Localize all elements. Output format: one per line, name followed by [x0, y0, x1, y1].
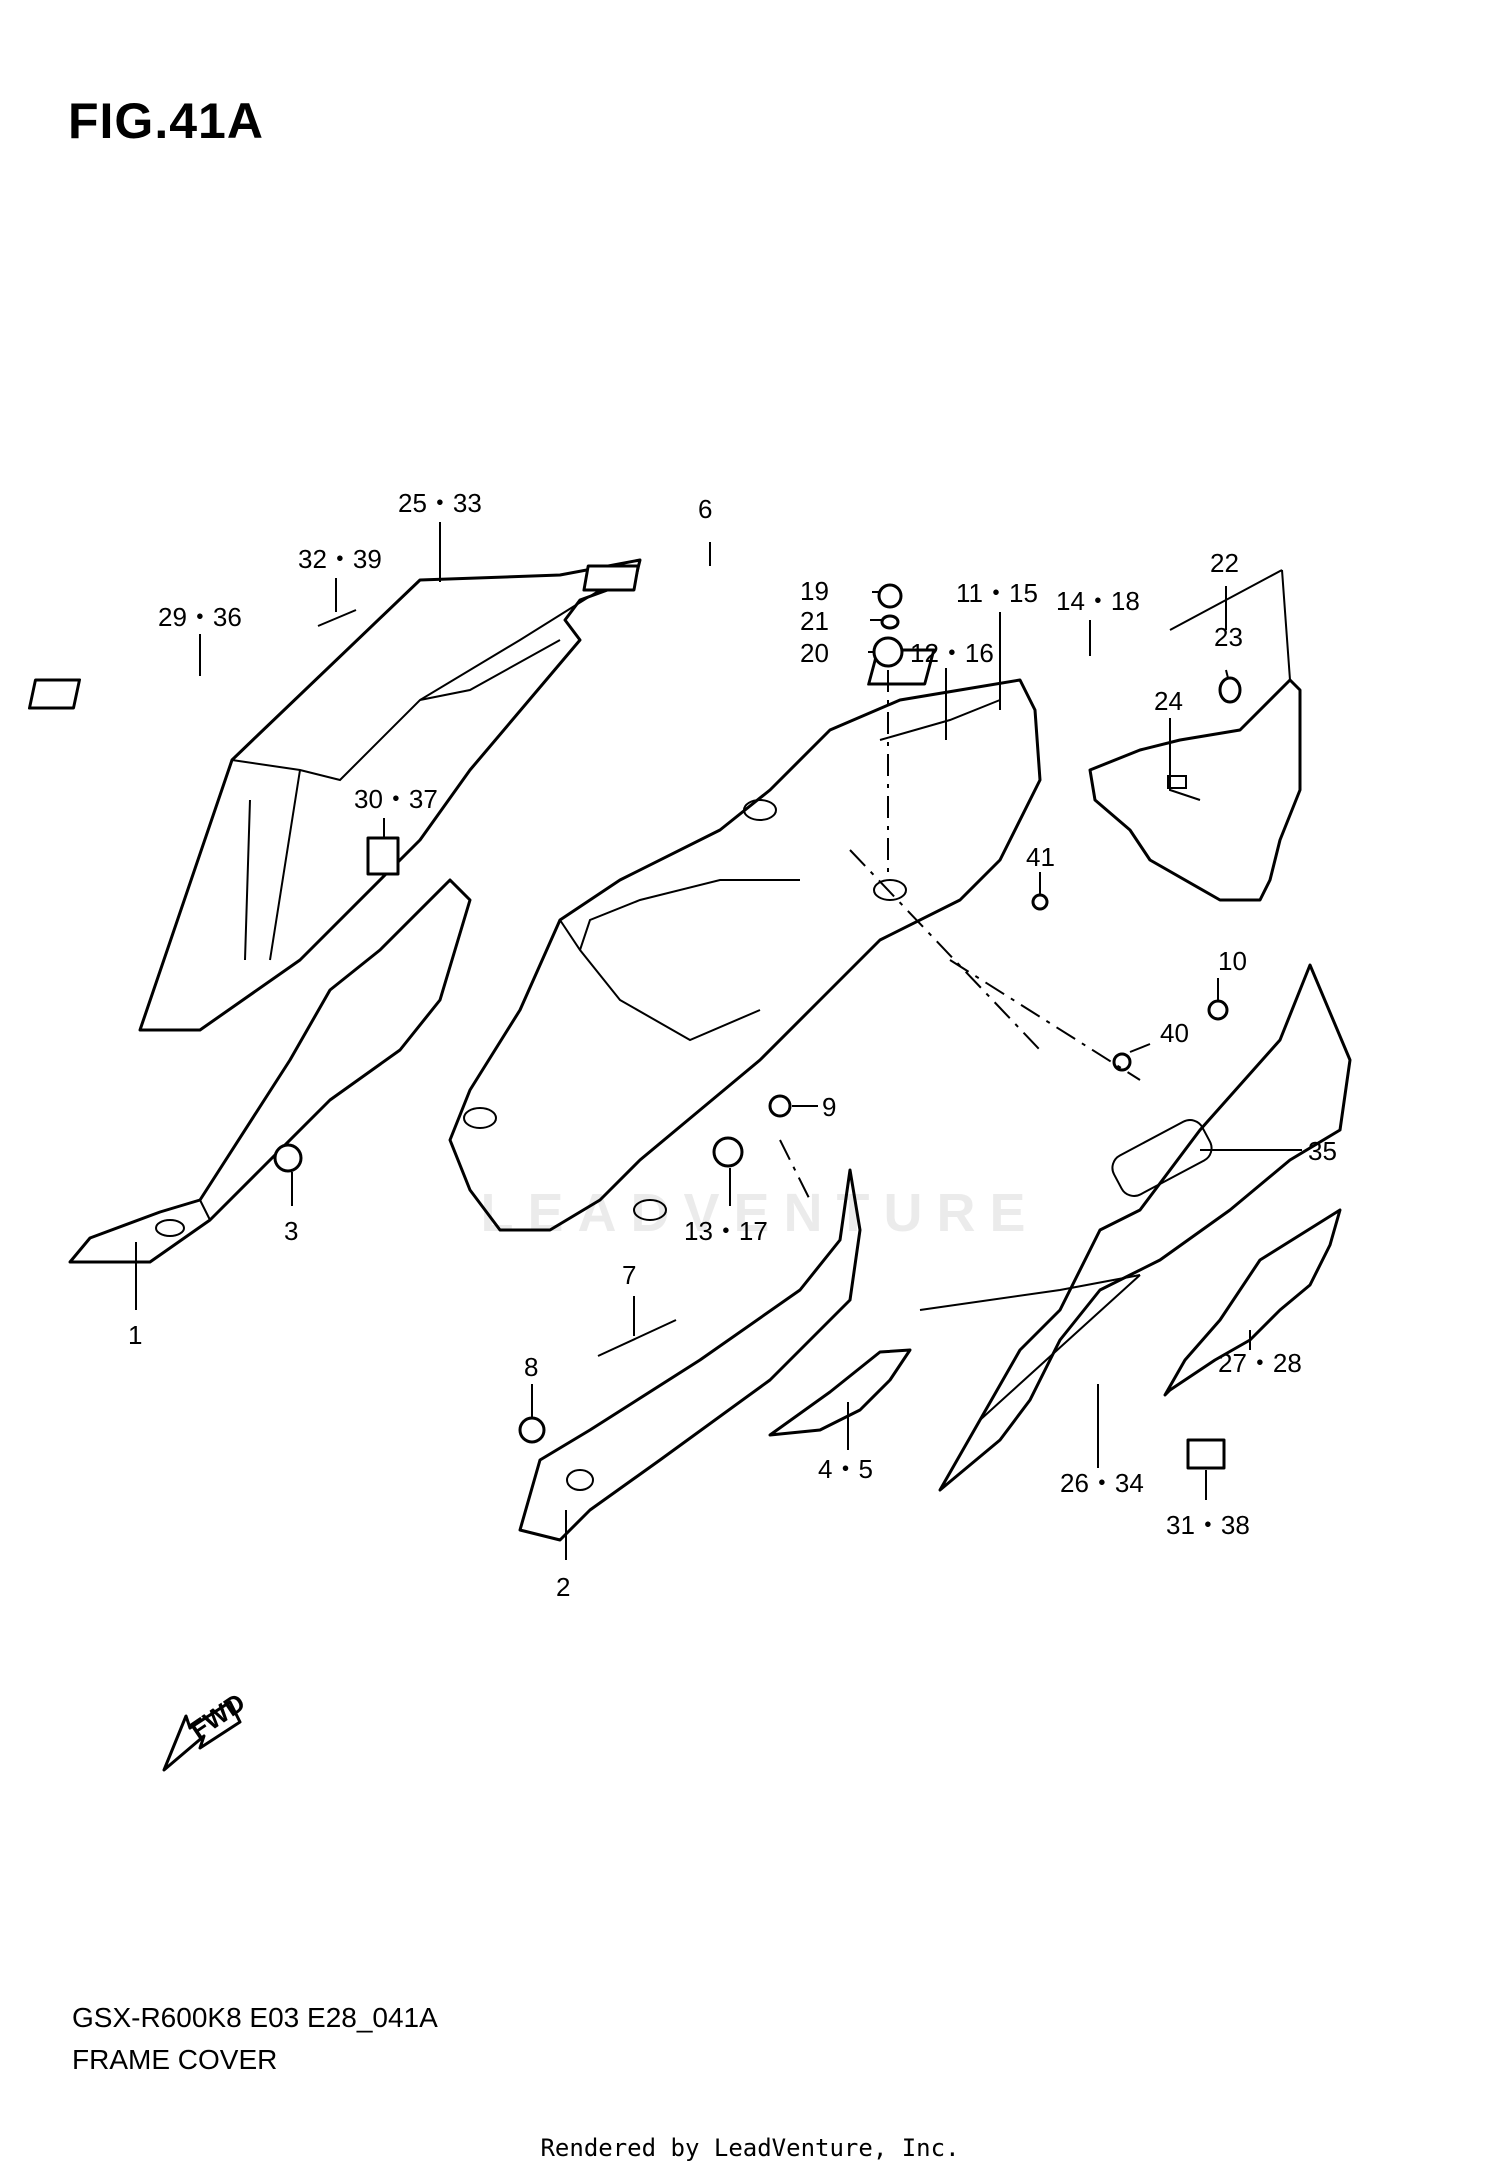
render-credit: Rendered by LeadVenture, Inc. — [540, 2134, 960, 2162]
callout-11-15: 11・15 — [956, 578, 1038, 608]
pad-31-38-part — [1186, 1438, 1226, 1470]
leader-line — [1169, 569, 1291, 681]
mounting-line — [779, 1139, 811, 1201]
leader-line — [1225, 669, 1229, 679]
callout-9: 9 — [822, 1092, 836, 1122]
callout-8: 8 — [524, 1352, 538, 1382]
screw-40-part — [1112, 1052, 1132, 1072]
mounting-line — [949, 959, 1141, 1081]
watermark: LEADVENTURE — [480, 1183, 1040, 1243]
callout-24: 24 — [1154, 686, 1183, 716]
callout-30-37: 30・37 — [354, 784, 438, 814]
callout-23: 23 — [1214, 622, 1243, 652]
callout-12-16: 12・16 — [910, 638, 994, 668]
pad-29-36-part — [27, 678, 81, 710]
screw-10-part — [1207, 999, 1229, 1021]
nut-8-part — [518, 1416, 546, 1444]
screw-9-part — [768, 1094, 792, 1118]
bolt-19-part — [877, 583, 903, 609]
callout-27-28: 27・28 — [1218, 1348, 1302, 1378]
seat-cowl-left-part — [138, 558, 642, 1032]
model-code: GSX-R600K8 E03 E28_041A — [72, 2002, 438, 2033]
callout-22: 22 — [1210, 548, 1239, 578]
figure-title: FIG.41A — [68, 93, 264, 149]
strip-7-part — [597, 1319, 677, 1357]
callout-1: 1 — [128, 1320, 142, 1350]
mounting-line — [849, 849, 1041, 1051]
side-rail-left-part — [68, 878, 472, 1264]
callout-29-36: 29・36 — [158, 602, 242, 632]
seat-cowl-right-part — [919, 963, 1352, 1492]
callout-4-5: 4・5 — [818, 1454, 873, 1484]
callout-2: 2 — [556, 1572, 570, 1602]
tape-strip-part — [768, 1348, 912, 1437]
callout-41: 41 — [1026, 842, 1055, 872]
side-rail-right-part — [518, 1168, 862, 1542]
callout-7: 7 — [622, 1260, 636, 1290]
callout-19: 19 — [800, 576, 829, 606]
callout-20: 20 — [800, 638, 829, 668]
callout-14-18: 14・18 — [1056, 586, 1140, 616]
callout-3: 3 — [284, 1216, 298, 1246]
callout-31-38: 31・38 — [1166, 1510, 1250, 1540]
clip-23-part — [1218, 676, 1242, 704]
emblem-part — [1163, 1208, 1342, 1397]
callout-13-17: 13・17 — [684, 1216, 768, 1246]
callout-21: 21 — [800, 606, 829, 636]
screw-41-part — [1031, 893, 1049, 911]
callout-25-33: 25・33 — [398, 488, 482, 518]
bolt-3-part — [273, 1143, 303, 1173]
rear-undertray-part — [1088, 678, 1302, 902]
callout-10: 10 — [1218, 946, 1247, 976]
callout-32-39: 32・39 — [298, 544, 382, 574]
tail-cowl-center-part — [448, 678, 1042, 1232]
washer-21-part — [880, 614, 900, 630]
section-name: FRAME COVER — [72, 2044, 278, 2075]
callout-40: 40 — [1160, 1018, 1189, 1048]
strip-32-39-part — [317, 609, 357, 627]
leader-line — [1129, 1043, 1151, 1053]
fwd-arrow-icon: FWD — [162, 1687, 250, 1772]
callout-6: 6 — [698, 494, 712, 524]
callout-26-34: 26・34 — [1060, 1468, 1144, 1498]
pad-30-37-part — [366, 836, 400, 876]
callout-35: 35 — [1308, 1136, 1337, 1166]
pad-6-part — [582, 564, 640, 592]
nut-13-17-part — [712, 1136, 744, 1168]
grommet-20-part — [872, 636, 904, 668]
